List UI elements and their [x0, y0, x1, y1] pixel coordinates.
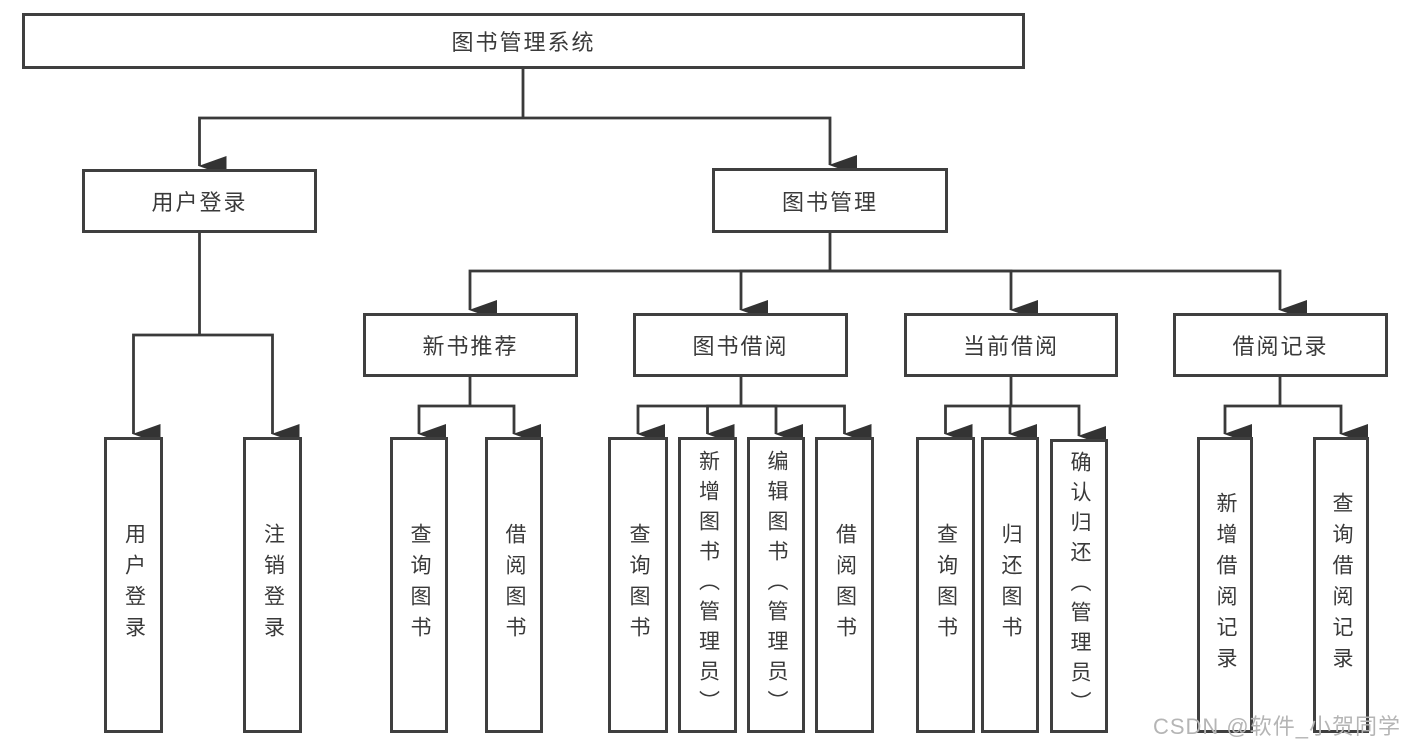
node-borrowing-records: 借阅记录	[1173, 313, 1388, 377]
edge-to-leaf-edit-books	[741, 404, 803, 444]
leaf-user-login: 用户登录	[104, 437, 163, 733]
edge-to-leaf-query-books-b	[417, 404, 470, 444]
leaf-query-books-recommend: 查询图书	[390, 437, 448, 733]
node-current-borrowing: 当前借阅	[904, 313, 1118, 377]
leaf-add-borrow-record: 新增借阅记录	[1197, 437, 1253, 733]
edge-to-current-borrowing	[830, 269, 1038, 320]
node-new-book-recommendation: 新书推荐	[363, 313, 578, 377]
node-user-login: 用户登录	[82, 169, 317, 233]
leaf-return-books: 归还图书	[981, 437, 1039, 733]
leaf-confirm-return-admin: 确认归还（管理员）	[1050, 439, 1108, 733]
leaf-add-books-admin: 新增图书（管理员）	[678, 437, 737, 733]
edge-to-borrowing-records	[830, 269, 1307, 320]
node-book-borrowing: 图书借阅	[633, 313, 848, 377]
edge-to-leaf-logout	[199, 333, 300, 444]
edge-to-new-book-recommendation	[468, 269, 830, 320]
leaf-query-borrow-record: 查询借阅记录	[1313, 437, 1369, 733]
leaf-borrow-books-borrowing: 借阅图书	[815, 437, 874, 733]
edge-to-leaf-confirm-return	[1011, 404, 1106, 446]
edge-to-leaf-query-record	[1280, 404, 1368, 444]
leaf-borrow-books-recommend: 借阅图书	[485, 437, 543, 733]
node-book-management: 图书管理	[712, 168, 948, 233]
edge-root-to-book-management	[523, 116, 857, 175]
node-root-system: 图书管理系统	[22, 13, 1025, 69]
edge-to-book-borrowing	[739, 269, 830, 320]
edge-to-leaf-borrow-books-b	[470, 404, 541, 444]
edge-to-leaf-add-books	[706, 404, 741, 444]
leaf-edit-books-admin: 编辑图书（管理员）	[747, 437, 805, 733]
edge-to-leaf-query-books-d	[944, 404, 1011, 444]
edge-to-leaf-add-record	[1223, 404, 1280, 444]
leaf-logout-login: 注销登录	[243, 437, 302, 733]
watermark-text: CSDN @软件_小贺同学	[1152, 714, 1401, 739]
leaf-query-books-borrowing: 查询图书	[608, 437, 668, 733]
edge-root-to-user-login	[198, 116, 523, 176]
edge-to-leaf-query-books-c	[636, 404, 741, 444]
edge-to-leaf-user-login	[132, 333, 200, 444]
edge-to-leaf-return-books	[1008, 404, 1037, 444]
leaf-query-books-current: 查询图书	[916, 437, 975, 733]
edge-to-leaf-borrow-books-c	[741, 404, 872, 444]
